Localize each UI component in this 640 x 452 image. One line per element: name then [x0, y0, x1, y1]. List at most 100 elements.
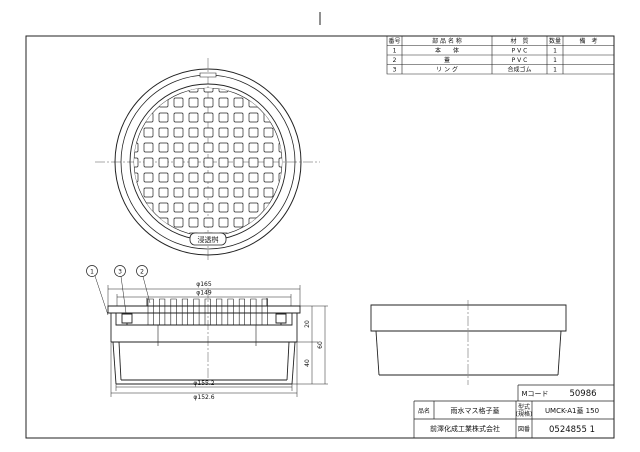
section-grate-slot	[239, 299, 245, 325]
grate-slot	[189, 218, 198, 227]
grate-slot	[144, 158, 153, 167]
grate-slot	[174, 218, 183, 227]
grate-slot	[249, 158, 258, 167]
grate-slot	[134, 158, 138, 167]
grate-slot	[174, 98, 183, 107]
grate-slot	[279, 88, 282, 92]
product-name-label: 品名	[418, 407, 430, 415]
dim-40: 40	[304, 359, 311, 367]
product-name-value: 雨水マス格子蓋	[451, 406, 500, 415]
parts-row-1-no: 1	[393, 48, 397, 55]
grate-slot	[264, 218, 273, 227]
grate-slot	[189, 128, 198, 137]
grate-slot	[144, 98, 153, 107]
callout-1-circle	[87, 266, 98, 277]
section-grate-slot	[171, 299, 177, 325]
parts-table	[387, 36, 614, 74]
callout-3-circle	[115, 266, 126, 277]
model-label: 型式	[518, 403, 530, 411]
grate-slot	[234, 203, 243, 212]
parts-row-3-qty: 1	[553, 67, 557, 74]
plan-stamp-box	[190, 233, 226, 245]
grate-slot	[144, 203, 153, 212]
grate-slot	[264, 173, 273, 182]
mcode-label: Mコード	[521, 390, 548, 398]
grate-slot	[204, 88, 213, 92]
grate-slot	[264, 88, 273, 92]
parts-row-2-material: P V C	[512, 57, 528, 64]
grate-slot	[279, 98, 282, 107]
grate-slot	[159, 128, 168, 137]
callout-3-label: 3	[118, 269, 122, 276]
section-grate-slot	[262, 299, 268, 325]
grate-slot	[234, 188, 243, 197]
parts-row-2-no: 2	[393, 57, 397, 64]
callout-1-label: 1	[90, 269, 94, 276]
dim-60: 60	[317, 341, 324, 349]
grate-slot	[279, 233, 282, 236]
grate-slot	[189, 203, 198, 212]
section-grate-slots	[148, 299, 268, 325]
callout-2-label: 2	[140, 269, 144, 276]
grate-slot	[174, 113, 183, 122]
section-grate-slot	[148, 299, 154, 325]
grate-slot	[219, 128, 228, 137]
callout-1-leader	[95, 276, 108, 315]
grate-slot	[144, 143, 153, 152]
grate-slot	[134, 128, 138, 137]
grate-slot	[234, 233, 243, 236]
parts-table-header-qty: 数量	[549, 37, 561, 45]
grate-slot	[219, 98, 228, 107]
parts-table-header-no: 番号	[388, 38, 400, 45]
parts-table-header-material: 材 質	[510, 37, 528, 45]
grate-slot	[174, 143, 183, 152]
grate-slot	[219, 143, 228, 152]
drawing-number-label: 図番	[518, 426, 530, 433]
grate-slot	[189, 143, 198, 152]
grate-slot	[264, 158, 273, 167]
grate-slot	[219, 203, 228, 212]
dim-phi152-6: φ152.6	[193, 394, 214, 401]
parts-row-3-material: 合成ゴム	[507, 66, 531, 74]
parts-row-3-name: リ ン グ	[436, 66, 458, 74]
parts-row-2-qty: 1	[553, 57, 557, 64]
grate-slot	[159, 158, 168, 167]
grate-slot	[264, 233, 273, 236]
grate-slot	[134, 173, 138, 182]
grate-slot	[234, 158, 243, 167]
section-view: 1 3 2	[87, 266, 329, 401]
plan-outer-rim	[115, 69, 301, 255]
grate-slot	[134, 218, 138, 227]
grate-slot	[249, 128, 258, 137]
grate-slot	[234, 143, 243, 152]
section-grate-slot	[228, 299, 234, 325]
section-grate-slot	[159, 299, 165, 325]
grate-slot	[264, 128, 273, 137]
plan-stamp-text: 浸透桝	[198, 235, 219, 244]
grate-slot	[204, 218, 213, 227]
dim-phi155-2: φ155.2	[193, 380, 214, 387]
grate-slot	[204, 203, 213, 212]
grate-slot	[219, 88, 228, 92]
grate-slot	[189, 188, 198, 197]
grate-slot	[159, 203, 168, 212]
parts-table-header-note: 備 考	[579, 37, 597, 45]
grate-slot	[249, 188, 258, 197]
grate-slot	[189, 158, 198, 167]
parts-row-2-name: 蓋	[444, 56, 450, 64]
grate-slot	[134, 143, 138, 152]
grate-slot	[249, 143, 258, 152]
grate-slot	[144, 188, 153, 197]
grate-slot	[174, 158, 183, 167]
grate-slot	[219, 218, 228, 227]
parts-table-header-name: 部 品 名 称	[432, 37, 462, 45]
grate-slot	[144, 233, 153, 236]
mcode-value: 50986	[569, 389, 596, 399]
drawing-border	[26, 36, 614, 438]
grate-slot	[174, 128, 183, 137]
dim-phi165: φ165	[196, 281, 212, 288]
grate-slot	[219, 173, 228, 182]
dimension-lines	[108, 285, 328, 397]
grate-slot	[234, 173, 243, 182]
